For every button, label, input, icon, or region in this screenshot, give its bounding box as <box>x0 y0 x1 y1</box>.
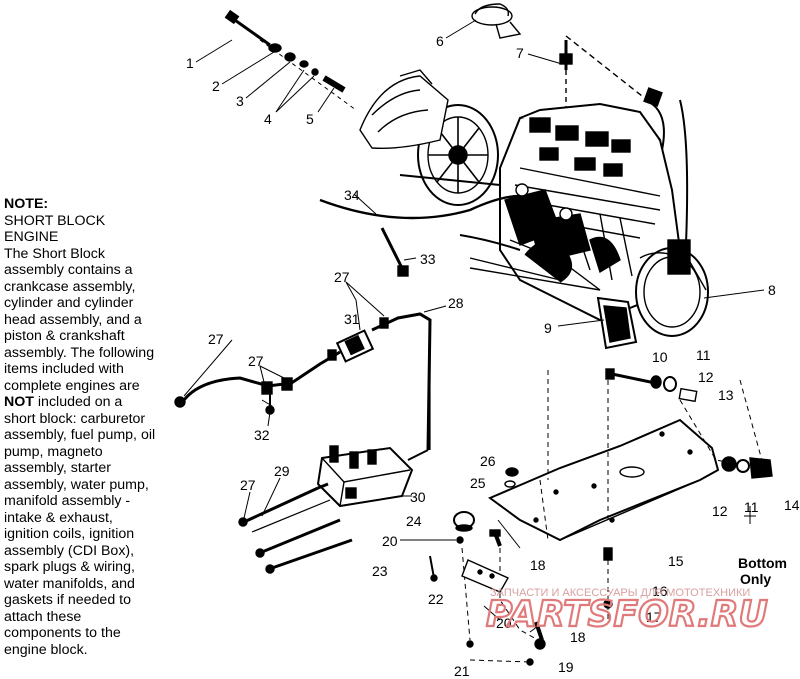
watermark-tagline: ЗАПЧАСТИ И АКСЕССУАРЫ ДЛЯ МОТОТЕХНИКИ <box>490 587 750 599</box>
callout-28: 28 <box>448 295 464 311</box>
callout-14: 14 <box>784 497 800 513</box>
callout-7: 7 <box>516 45 524 61</box>
hardware-16-26 <box>400 467 613 666</box>
oil-lines-29 <box>238 482 353 574</box>
recoil-starter <box>359 69 499 206</box>
watermark-logo: PARTSFOR.RU <box>486 594 768 635</box>
callout-20b: 20 <box>496 615 512 631</box>
callout-20a: 20 <box>382 533 398 549</box>
callout-25: 25 <box>470 475 486 491</box>
callout-2: 2 <box>212 78 220 94</box>
note-title: SHORT BLOCK ENGINE <box>4 212 106 246</box>
note-body: The Short Block assembly contains a cran… <box>4 246 156 659</box>
cap-6 <box>471 3 522 39</box>
callout-31: 31 <box>344 311 360 327</box>
spark-plug-7 <box>559 35 689 245</box>
callout-29: 29 <box>274 463 290 479</box>
callout-16: 16 <box>652 583 668 599</box>
callout-22: 22 <box>428 591 444 607</box>
callout-23: 23 <box>372 563 388 579</box>
bottom-plate-15 <box>487 418 720 542</box>
callout-4: 4 <box>264 111 272 127</box>
cable-34 <box>319 194 521 220</box>
callout-12b: 12 <box>712 503 728 519</box>
callout-17: 17 <box>646 609 662 625</box>
callout-13: 13 <box>718 387 734 403</box>
callout-27a: 27 <box>208 331 224 347</box>
callout-21: 21 <box>454 663 470 679</box>
callout-18a: 18 <box>530 557 546 573</box>
note-text-a: The Short Block assembly contains a cran… <box>4 245 155 394</box>
callout-numbers: 1 2 3 4 5 6 7 8 9 10 11 12 13 14 15 16 1… <box>186 33 800 679</box>
callout-11b: 11 <box>744 499 759 515</box>
bolt-33 <box>380 227 409 277</box>
callout-6: 6 <box>436 33 444 49</box>
short-block-note: NOTE: SHORT BLOCK ENGINE The Short Block… <box>4 196 156 658</box>
callout-3: 3 <box>236 93 244 109</box>
callout-12a: 12 <box>698 369 714 385</box>
callout-11a: 11 <box>696 347 711 363</box>
callout-27b: 27 <box>334 269 350 285</box>
callout-30: 30 <box>410 489 426 505</box>
callout-8: 8 <box>768 282 776 298</box>
callout-15: 15 <box>668 553 684 569</box>
callout-5: 5 <box>306 111 314 127</box>
hardware-10-14 <box>605 368 773 524</box>
callout-1: 1 <box>186 55 194 71</box>
bottom-only-line2: Only <box>740 571 771 587</box>
callout-18b: 18 <box>570 629 586 645</box>
note-heading: NOTE: <box>4 196 49 212</box>
callout-10: 10 <box>652 349 668 365</box>
callout-32: 32 <box>254 427 270 443</box>
note-not-word: NOT <box>4 394 34 410</box>
callout-19: 19 <box>558 659 574 675</box>
engine-block <box>469 102 709 350</box>
callout-34: 34 <box>344 187 360 203</box>
bolt-washers-1-5 <box>224 9 357 111</box>
callout-24: 24 <box>406 513 422 529</box>
callout-33: 33 <box>420 251 436 267</box>
bottom-only-line1: Bottom <box>738 555 787 571</box>
note-text-b: included on a short block: carburetor as… <box>4 394 156 658</box>
callout-27c: 27 <box>248 353 264 369</box>
callout-26: 26 <box>480 453 496 469</box>
callout-9: 9 <box>544 320 552 336</box>
callout-27d: 27 <box>240 477 256 493</box>
